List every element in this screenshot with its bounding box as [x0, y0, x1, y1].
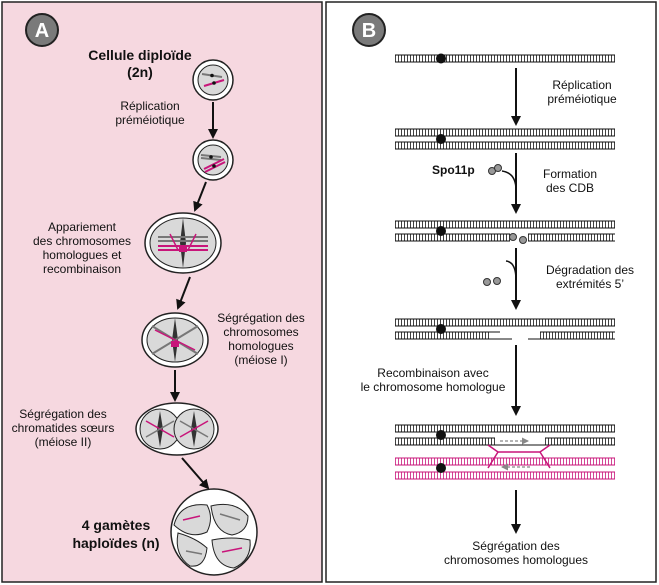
diploid-cell-ploidy: (2n): [127, 64, 153, 80]
panel-a-badge-label: A: [35, 20, 49, 42]
a-step2-line4: recombinaison: [43, 262, 121, 276]
released-protein-icon: [483, 277, 501, 286]
a-step4-line2: chromatides sœurs: [12, 421, 115, 435]
b-step4-line1: Recombinaison avec: [377, 366, 488, 380]
panel-a-background: [1, 1, 323, 583]
gametes-cell: [170, 488, 258, 576]
a-step4-line1: Ségrégation des: [19, 407, 106, 421]
b-step3-line1: Dégradation des: [546, 263, 634, 277]
b-result-line2: chromosomes homologues: [444, 553, 588, 567]
diploid-cell: [192, 59, 234, 101]
a-step2-line3: homologues et: [43, 248, 122, 262]
b-step3-line2: extrémités 5’: [556, 277, 624, 291]
panel-a: A Cellule diploïde (2n) Réplication prém…: [1, 1, 323, 583]
panel-b-badge: B: [352, 13, 386, 47]
a-step3-line3: homologues: [228, 339, 293, 353]
b-step2-line2: des CDB: [546, 181, 594, 195]
a-step4-line3: (méiose II): [35, 435, 92, 449]
a-step3-line2: chromosomes: [223, 325, 298, 339]
b-step1-line1: Réplication: [552, 78, 611, 92]
panel-b-background: [325, 1, 657, 583]
b-result-line1: Ségrégation des: [472, 539, 559, 553]
dna-replicated: [395, 128, 615, 150]
a-step3-line1: Ségrégation des: [217, 311, 304, 325]
arrow-a3: [176, 276, 191, 310]
pairing-cell: [144, 212, 222, 274]
panel-a-badge: A: [25, 13, 59, 47]
diploid-cell-title: Cellule diploïde: [88, 47, 192, 63]
arrow-a5: [181, 457, 210, 490]
a-step1-line1: Réplication: [120, 99, 179, 113]
dna-dsb: [395, 220, 615, 244]
dna-unreplicated: [395, 53, 615, 64]
arrow-a2: [193, 181, 207, 212]
b-step1-line2: préméiotique: [547, 92, 617, 106]
a-step3-line4: (méiose I): [234, 353, 287, 367]
a-step2-line1: Appariement: [48, 220, 117, 234]
dna-recombination: [395, 424, 615, 480]
a-result-line2: haploïdes (n): [72, 535, 159, 551]
b-step4-line2: le chromosome homologue: [361, 380, 506, 394]
b-step2-line1: Formation: [543, 167, 597, 181]
a-step1-line2: préméiotique: [115, 113, 185, 127]
panel-b-badge-label: B: [362, 20, 376, 42]
a-result-line1: 4 gamètes: [82, 517, 151, 533]
protein-label: Spo11p: [432, 163, 475, 177]
meiosis-two-cell: [135, 402, 219, 456]
spo11-protein-icon: [488, 164, 502, 175]
dna-resected: [395, 318, 615, 340]
panel-b: B Réplication préméiotique Spo11p: [325, 1, 657, 583]
replicated-cell: [192, 139, 234, 181]
a-step2-line2: des chromosomes: [33, 234, 131, 248]
meiosis-one-cell: [141, 312, 209, 368]
